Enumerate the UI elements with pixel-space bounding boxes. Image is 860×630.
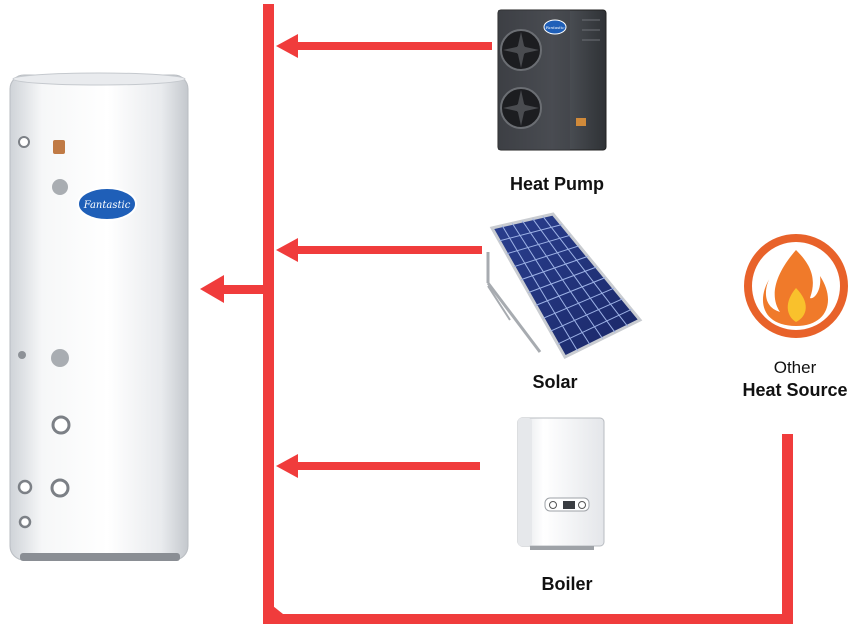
- boiler-unit: [517, 417, 605, 550]
- other-source-label-line1: Other: [773, 358, 817, 377]
- pipework: [200, 4, 793, 624]
- flame-icon: [744, 234, 848, 338]
- cylinder-logo: Fantastic: [77, 187, 137, 221]
- solar-label: Solar: [532, 372, 578, 392]
- cylinder-logo-text: Fantastic: [83, 200, 131, 211]
- other-source-label-line2: Heat Source: [742, 380, 848, 400]
- heat-pump-badge: Fantastic: [543, 19, 567, 35]
- heat-pump-badge-text: Fantastic: [545, 25, 565, 30]
- solar-panel: [486, 212, 643, 359]
- heat-pump-label: Heat Pump: [509, 174, 605, 194]
- hot-water-cylinder: [9, 72, 189, 561]
- boiler-label: Boiler: [541, 574, 593, 594]
- heat-pump-unit: [497, 9, 607, 151]
